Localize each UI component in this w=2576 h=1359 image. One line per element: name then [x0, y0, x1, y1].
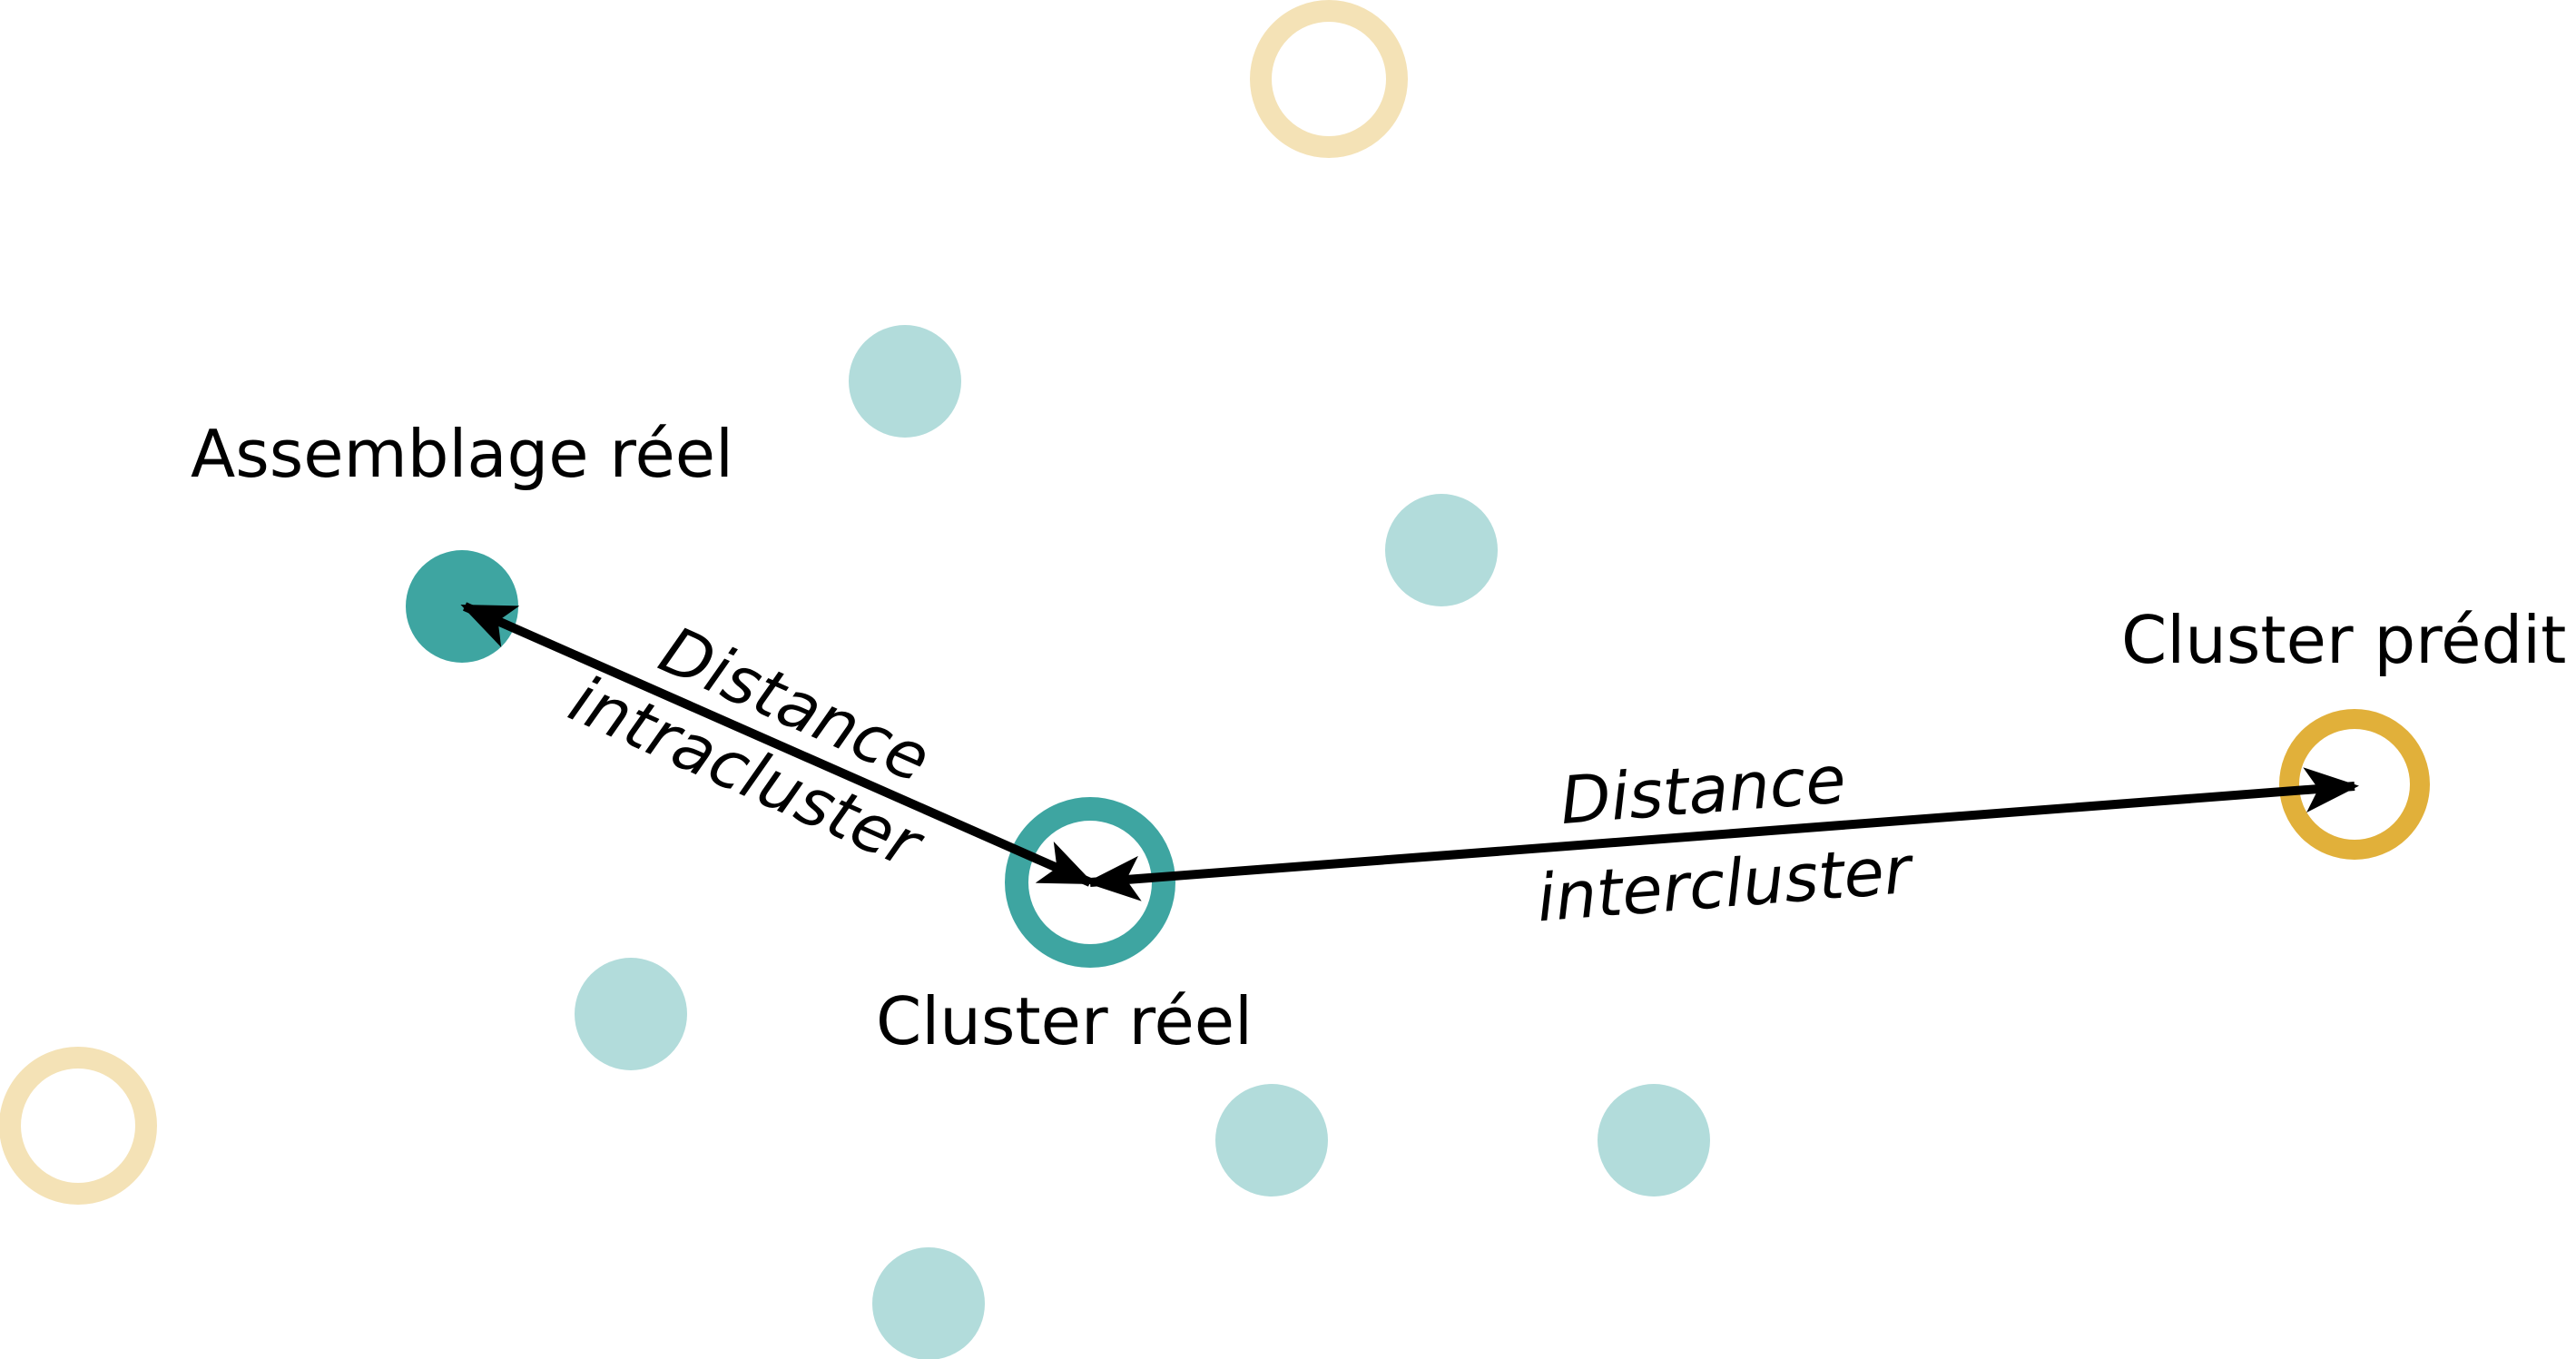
other-predicted-clusters	[0, 0, 1408, 1205]
point-light-teal	[575, 958, 687, 1070]
point-light-teal	[1598, 1084, 1710, 1197]
intercluster-distance-arrow	[1086, 767, 2359, 901]
ring-light-gold	[1250, 0, 1408, 158]
cluster-reel-label: Cluster réel	[876, 983, 1253, 1059]
point-light-teal	[849, 325, 961, 438]
ring-light-gold	[0, 1047, 157, 1205]
point-light-teal	[1215, 1084, 1328, 1197]
assemblage-reel-point	[406, 550, 518, 663]
cluster-predit-label: Cluster prédit	[2121, 602, 2566, 678]
point-light-teal	[872, 1247, 985, 1359]
point-light-teal	[1385, 494, 1498, 606]
other-assemblages	[575, 325, 1710, 1359]
assemblage-reel-label: Assemblage réel	[191, 416, 733, 492]
intracluster-distance-arrow	[460, 602, 1095, 887]
cluster-predit-ring	[2279, 709, 2430, 860]
